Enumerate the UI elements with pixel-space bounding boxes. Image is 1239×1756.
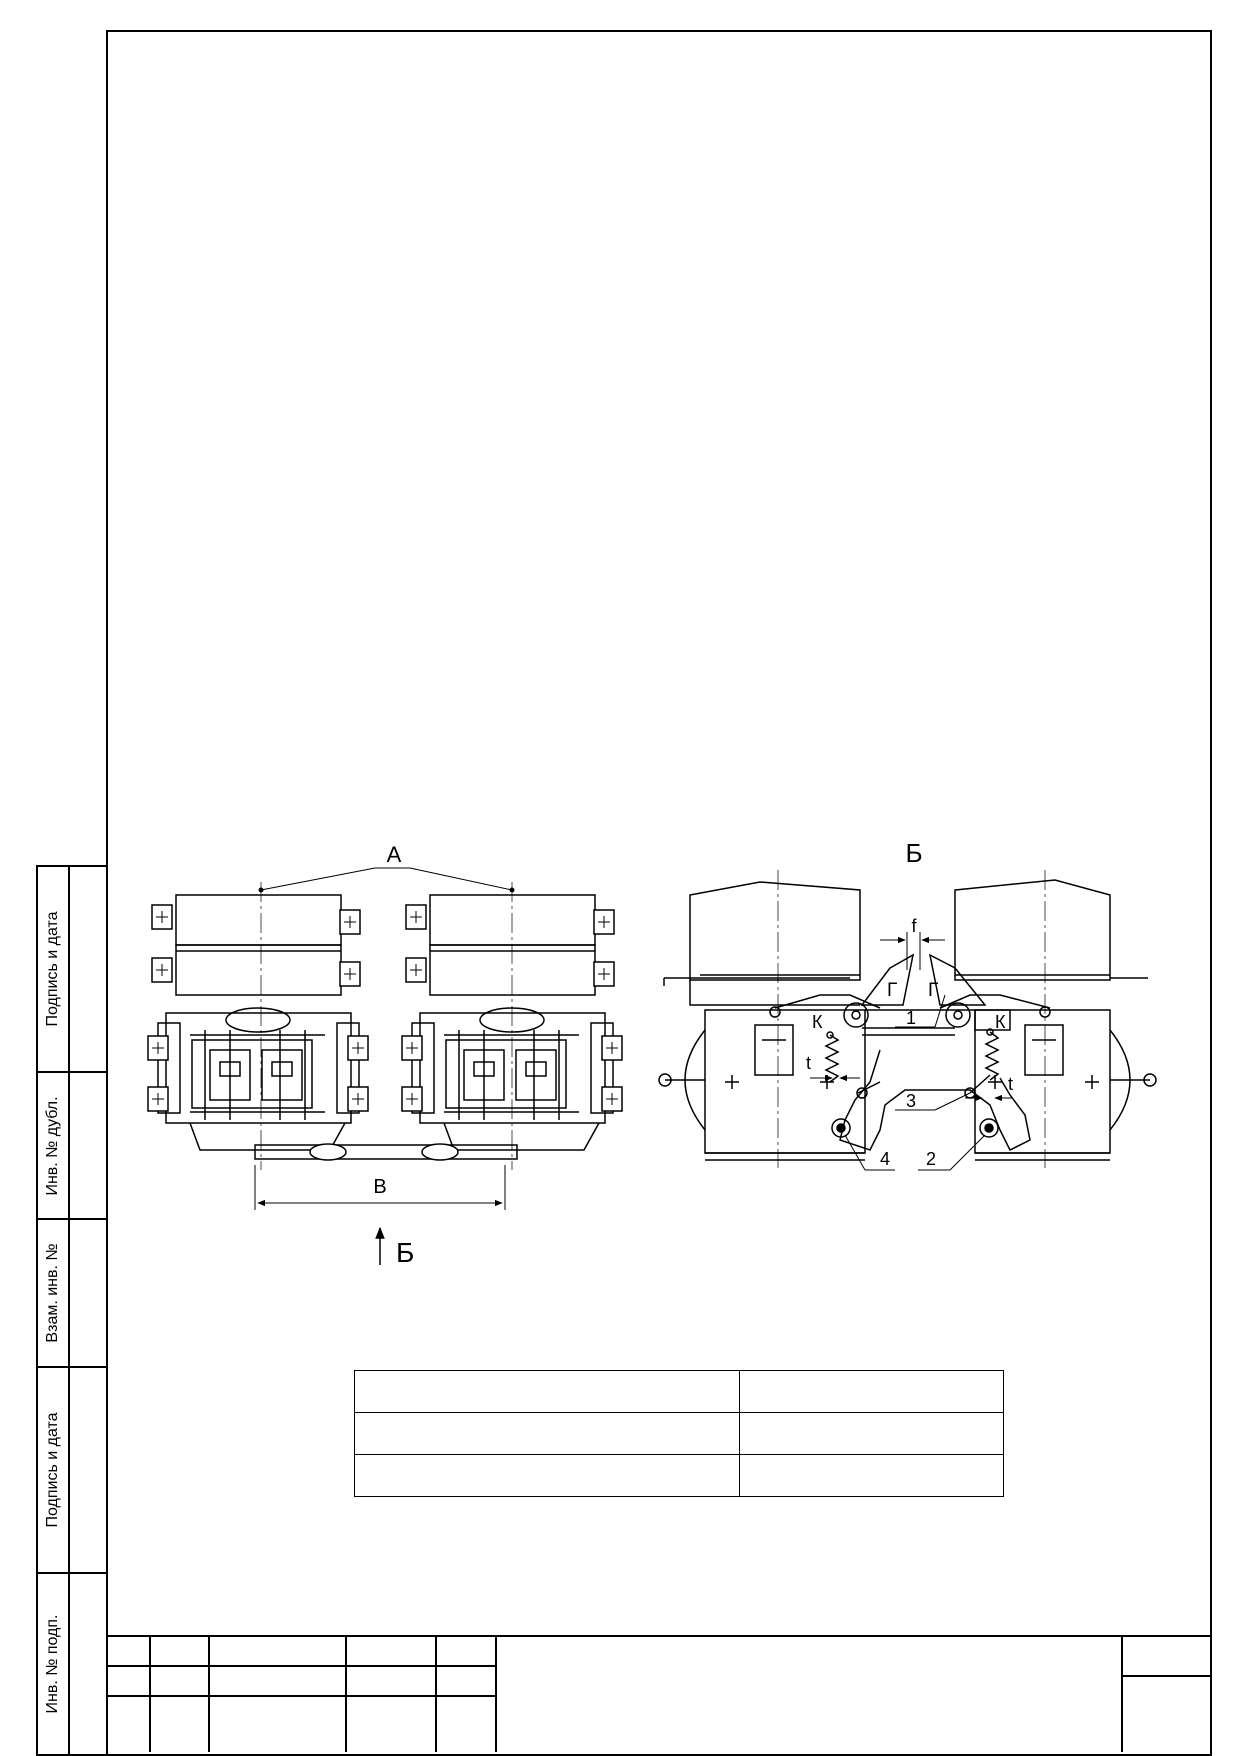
latch-right bbox=[928, 953, 987, 1006]
dimension-b-label: В bbox=[373, 1176, 386, 1198]
callout-leaders bbox=[844, 994, 986, 1171]
spring-right bbox=[984, 1031, 1000, 1081]
binding-cell-replace-inv: Взам. инв. № bbox=[36, 1218, 108, 1366]
table-row bbox=[354, 1370, 1004, 1413]
pivot-label-left: К bbox=[812, 1012, 823, 1032]
contact-body bbox=[419, 1012, 606, 1124]
gap-f-label: f bbox=[911, 916, 917, 936]
housing-left bbox=[689, 881, 861, 981]
binding-cell-dup-inv: Инв. № дубл. bbox=[36, 1071, 108, 1218]
contact-body bbox=[165, 1012, 352, 1124]
contactor-unit-left bbox=[157, 882, 360, 1170]
callout-4: 4 bbox=[880, 1149, 890, 1169]
latch-left bbox=[860, 953, 915, 1006]
side-view-title: Б bbox=[905, 838, 922, 868]
parameter-table bbox=[354, 1370, 1004, 1497]
latch-label-right: Г bbox=[928, 980, 938, 1001]
binding-cell-signature-date-bottom: Подпись и дата bbox=[36, 1366, 108, 1572]
label-a-leaders bbox=[258, 867, 515, 893]
contactor-unit-right bbox=[411, 882, 614, 1170]
binding-cell-signature-date-top: Подпись и дата bbox=[36, 865, 108, 1071]
front-view bbox=[157, 882, 614, 1170]
side-view bbox=[658, 870, 1157, 1168]
latch-label-left: Г bbox=[887, 980, 897, 1001]
pivot-label-right: К bbox=[995, 1012, 1006, 1032]
view-arrow-label: Б bbox=[396, 1237, 414, 1268]
spring-left bbox=[824, 1034, 840, 1083]
gap-t-label-right: t bbox=[1008, 1074, 1013, 1094]
table-cell bbox=[354, 1454, 740, 1497]
table-row bbox=[354, 1454, 1004, 1497]
table-cell bbox=[739, 1412, 1004, 1455]
gap-t-dimensions bbox=[810, 1074, 1012, 1102]
dimension-b bbox=[254, 1165, 506, 1210]
label-a: А bbox=[387, 842, 402, 867]
table-row bbox=[354, 1412, 1004, 1455]
callout-2: 2 bbox=[926, 1149, 936, 1169]
housing-right bbox=[954, 879, 1111, 981]
table-cell bbox=[739, 1454, 1004, 1497]
callout-3: 3 bbox=[906, 1091, 916, 1111]
gap-f-dimension bbox=[880, 932, 945, 970]
connecting-bar bbox=[254, 1144, 518, 1160]
binding-strip: Подпись и дата Инв. № дубл. Взам. инв. №… bbox=[36, 865, 108, 1756]
callout-1: 1 bbox=[906, 1008, 916, 1028]
gap-t-label-left: t bbox=[806, 1053, 811, 1073]
